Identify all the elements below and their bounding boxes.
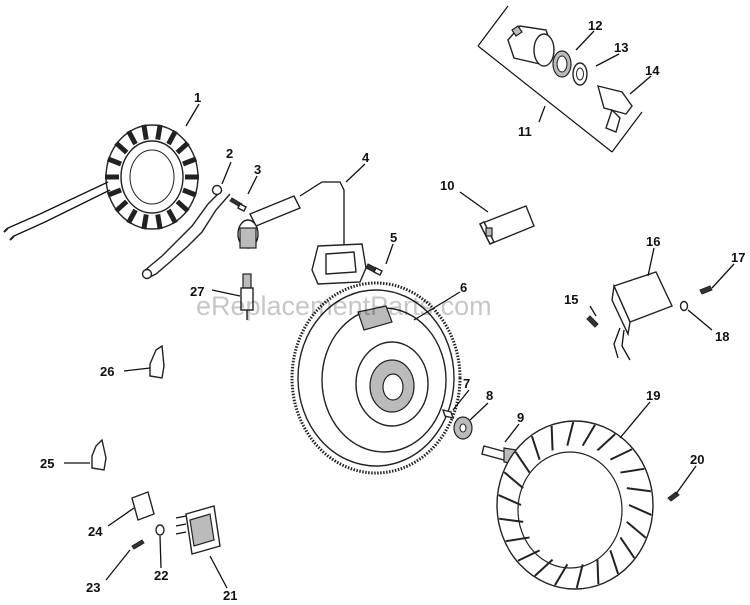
callout-2[interactable]: 2 — [226, 146, 233, 161]
connector-part[interactable] — [479, 205, 535, 245]
fan-blade — [628, 504, 652, 516]
fan-blade — [534, 558, 554, 577]
callout-13[interactable]: 13 — [614, 40, 628, 55]
callout-3[interactable]: 3 — [254, 162, 261, 177]
fan-blade — [550, 425, 554, 451]
screw-part-15[interactable] — [586, 315, 599, 328]
stator-tooth — [126, 208, 138, 225]
nut-part[interactable] — [552, 50, 588, 86]
stator-tooth — [114, 141, 129, 155]
stator-tooth — [155, 124, 163, 140]
fan-blade — [609, 448, 633, 461]
screw-part-3[interactable] — [229, 197, 247, 212]
fan-blades — [498, 421, 652, 589]
washer-part-18[interactable] — [679, 300, 689, 312]
fan-blade — [514, 451, 531, 474]
screw-part-23[interactable] — [131, 539, 145, 550]
fan-blade — [619, 536, 636, 559]
callout-17[interactable]: 17 — [731, 250, 745, 265]
callout-22[interactable]: 22 — [154, 568, 168, 583]
stator-tooth — [175, 199, 190, 213]
callout-19[interactable]: 19 — [646, 388, 660, 403]
fan-blade — [566, 421, 575, 446]
regulator-module-part[interactable] — [611, 271, 673, 361]
fan-blade — [626, 487, 652, 493]
fan-blade — [505, 536, 530, 543]
callout-25[interactable]: 25 — [40, 456, 54, 471]
fan-blade — [596, 559, 600, 585]
washer-part[interactable] — [453, 416, 473, 440]
callout-24[interactable]: 24 — [88, 524, 103, 539]
stator-tooth — [141, 124, 149, 140]
clip-part-26[interactable] — [149, 344, 165, 379]
callout-1[interactable]: 1 — [194, 90, 201, 105]
stator-tooth — [175, 141, 190, 155]
fan-blade — [575, 564, 584, 589]
callout-26[interactable]: 26 — [100, 364, 114, 379]
callout-18[interactable]: 18 — [715, 329, 729, 344]
callout-labels: 1 2 3 4 5 6 7 8 9 10 11 12 13 14 15 16 1… — [40, 18, 745, 603]
stator-tooth — [106, 187, 122, 198]
callout-6[interactable]: 6 — [460, 280, 467, 295]
screw-part-17[interactable] — [699, 285, 713, 295]
callout-20[interactable]: 20 — [690, 452, 704, 467]
callout-12[interactable]: 12 — [588, 18, 602, 33]
callout-27[interactable]: 27 — [190, 284, 204, 299]
stator-tooth — [166, 208, 178, 225]
callout-10[interactable]: 10 — [440, 178, 454, 193]
fan-blade — [498, 517, 524, 523]
ignition-switch-kit[interactable] — [477, 5, 643, 153]
fan-blade — [503, 471, 524, 489]
callout-4[interactable]: 4 — [362, 150, 370, 165]
callout-5[interactable]: 5 — [390, 230, 397, 245]
stator-tooth — [141, 214, 149, 230]
callout-8[interactable]: 8 — [486, 388, 493, 403]
fan-blade — [498, 494, 522, 506]
ignition-switch-part[interactable] — [507, 25, 555, 67]
connector-block-part[interactable] — [131, 491, 155, 521]
callout-15[interactable]: 15 — [564, 292, 578, 307]
key-part[interactable] — [441, 409, 455, 419]
stator-tooth — [106, 156, 122, 167]
fan-blade — [596, 433, 616, 452]
callout-14[interactable]: 14 — [645, 63, 660, 78]
fan-part[interactable] — [496, 420, 654, 590]
callout-9[interactable]: 9 — [517, 410, 524, 425]
flywheel-part[interactable] — [290, 281, 462, 475]
fan-blade — [581, 424, 596, 447]
spark-plug-part[interactable] — [240, 273, 254, 320]
screw-part-20[interactable] — [667, 491, 680, 502]
callout-11[interactable]: 11 — [518, 124, 532, 139]
rectifier-regulator-part[interactable] — [175, 505, 221, 555]
stator-tooth — [126, 129, 138, 146]
clip-part-25[interactable] — [91, 438, 107, 471]
callout-21[interactable]: 21 — [223, 588, 237, 603]
fan-blade — [517, 549, 541, 562]
callout-16[interactable]: 16 — [646, 234, 660, 249]
fan-blade — [554, 563, 569, 586]
screw-part-5[interactable] — [365, 263, 383, 276]
stator-tooth — [155, 214, 163, 230]
washer-part-22[interactable] — [155, 524, 165, 536]
fan-blade — [626, 521, 647, 539]
watermark-text: eReplacementParts.com — [196, 291, 492, 321]
fan-blade — [609, 550, 620, 575]
ignition-module-part[interactable] — [237, 181, 367, 285]
ground-lead-part[interactable] — [141, 184, 231, 280]
stator-tooth — [114, 199, 129, 213]
fan-blade — [620, 467, 645, 474]
stator-tooth — [182, 156, 198, 167]
stator-tooth — [182, 187, 198, 198]
stator-tooth — [166, 129, 178, 146]
callout-23[interactable]: 23 — [86, 580, 100, 595]
ignition-key-part[interactable] — [597, 85, 633, 133]
stator-teeth — [105, 124, 199, 230]
fan-blade — [530, 435, 541, 460]
stator-part[interactable] — [3, 124, 199, 241]
leader-lines — [64, 30, 735, 589]
callout-7[interactable]: 7 — [463, 376, 470, 391]
